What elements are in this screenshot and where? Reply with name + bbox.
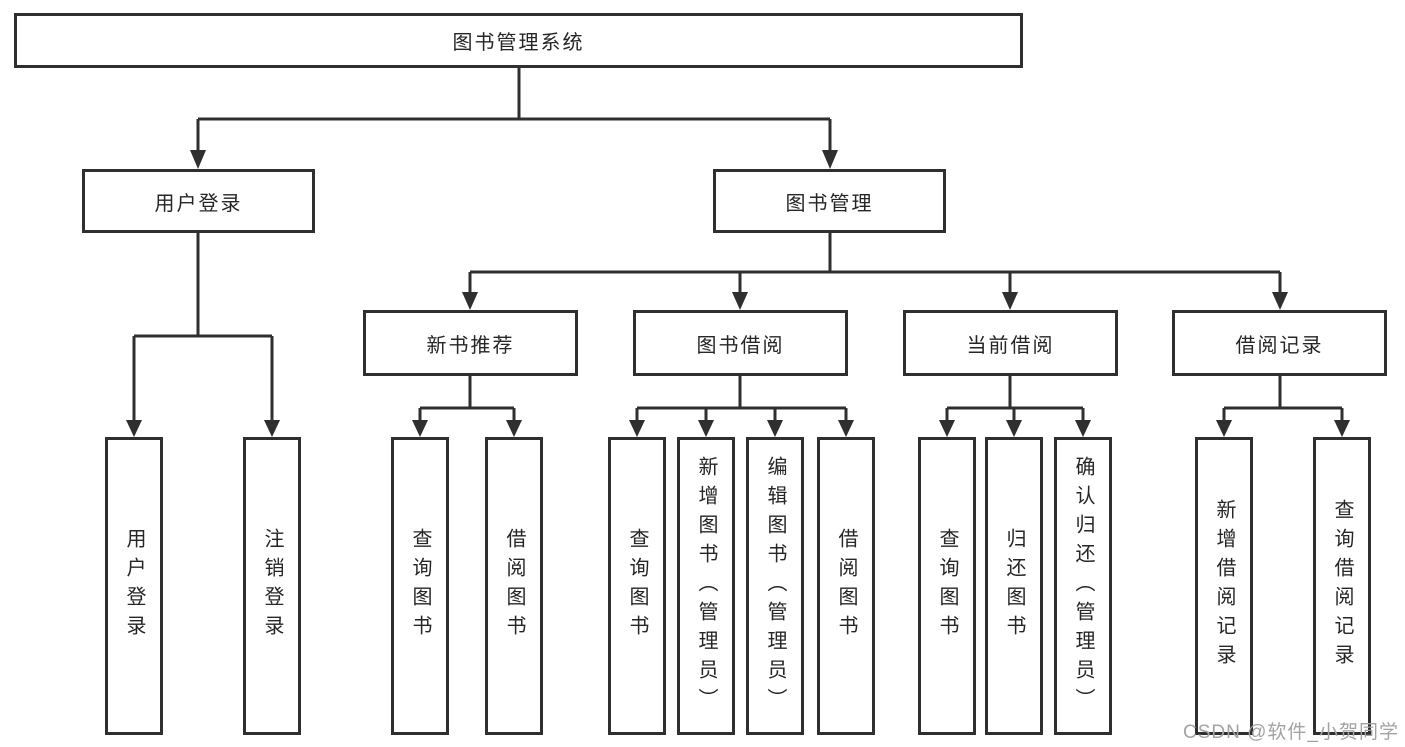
arrowhead-leaf-bb-query [629, 420, 645, 437]
connector-book-borrow-children [635, 376, 848, 421]
leaf-user-login: 用户登录 [105, 437, 163, 735]
leaf-bb-borrow-books: 借阅图书 [817, 437, 875, 735]
arrowhead-leaf-br-add [1216, 420, 1232, 437]
leaf-bb-borrow-books-label: 借阅图书 [835, 528, 857, 644]
node-borrow-records: 借阅记录 [1172, 310, 1387, 376]
node-user-login: 用户登录 [82, 169, 315, 233]
arrowhead-borrow-records [1272, 292, 1288, 310]
node-book-borrow-label: 图书借阅 [696, 334, 785, 357]
node-book-borrow: 图书借阅 [633, 310, 848, 376]
leaf-br-query-record: 查询借阅记录 [1313, 437, 1371, 735]
leaf-cb-confirm-return-label: 确认归还（管理员） [1072, 455, 1094, 717]
connector-borrow-records-children [1222, 376, 1344, 421]
arrowhead-leaf-logout [264, 420, 280, 437]
leaf-nb-borrow-books: 借阅图书 [485, 437, 543, 735]
arrowhead-leaf-cb-query [939, 420, 955, 437]
leaf-logout-label: 注销登录 [261, 528, 283, 644]
leaf-bb-add-books-label: 新增图书（管理员） [695, 455, 717, 717]
node-new-book-recommend: 新书推荐 [363, 310, 578, 376]
connector-new-book-children [418, 376, 516, 421]
arrowhead-leaf-bb-edit [767, 420, 783, 437]
leaf-bb-edit-books-label: 编辑图书（管理员） [764, 455, 786, 717]
connector-book-management-children [468, 233, 1282, 293]
arrowhead-user-login [190, 150, 206, 169]
arrowhead-book-borrow [732, 292, 748, 310]
leaf-cb-return-books-label: 归还图书 [1003, 528, 1025, 644]
leaf-cb-query-books-label: 查询图书 [936, 528, 958, 644]
leaf-cb-confirm-return: 确认归还（管理员） [1054, 437, 1112, 735]
arrowhead-leaf-nb-borrow [506, 420, 522, 437]
node-current-borrow: 当前借阅 [903, 310, 1118, 376]
node-book-management: 图书管理 [713, 169, 946, 233]
arrowhead-book-management [822, 150, 838, 169]
leaf-bb-add-books: 新增图书（管理员） [677, 437, 735, 735]
connector-user-login-children [132, 233, 274, 421]
arrowhead-leaf-nb-query [412, 420, 428, 437]
node-current-borrow-label: 当前借阅 [966, 334, 1055, 357]
node-root: 图书管理系统 [14, 13, 1023, 68]
csdn-watermark: CSDN @软件_小贺同学 [1183, 722, 1399, 743]
leaf-bb-query-books: 查询图书 [608, 437, 666, 735]
leaf-br-query-record-label: 查询借阅记录 [1331, 499, 1353, 673]
node-book-management-label: 图书管理 [785, 192, 874, 215]
leaf-bb-edit-books: 编辑图书（管理员） [746, 437, 804, 735]
node-root-label: 图书管理系统 [452, 32, 585, 54]
node-borrow-records-label: 借阅记录 [1235, 334, 1324, 357]
arrowhead-new-book-recommend [462, 292, 478, 310]
leaf-nb-query-books: 查询图书 [391, 437, 449, 735]
leaf-cb-return-books: 归还图书 [985, 437, 1043, 735]
leaf-cb-query-books: 查询图书 [918, 437, 976, 735]
arrowhead-leaf-bb-borrow [838, 420, 854, 437]
leaf-logout: 注销登录 [243, 437, 301, 735]
arrowhead-leaf-br-query [1334, 420, 1350, 437]
arrowhead-leaf-cb-return [1006, 420, 1022, 437]
leaf-nb-borrow-books-label: 借阅图书 [503, 528, 525, 644]
node-new-book-recommend-label: 新书推荐 [426, 334, 515, 357]
leaf-br-add-record-label: 新增借阅记录 [1213, 499, 1235, 673]
arrowhead-leaf-bb-add [698, 420, 714, 437]
leaf-br-add-record: 新增借阅记录 [1195, 437, 1253, 735]
arrowhead-leaf-cb-confirm [1075, 420, 1091, 437]
connector-current-borrow-children [945, 376, 1085, 421]
leaf-bb-query-books-label: 查询图书 [626, 528, 648, 644]
arrowhead-current-borrow [1002, 292, 1018, 310]
node-user-login-label: 用户登录 [154, 192, 243, 215]
leaf-nb-query-books-label: 查询图书 [409, 528, 431, 644]
leaf-user-login-label: 用户登录 [123, 528, 145, 644]
arrowhead-leaf-user-login [126, 420, 142, 437]
connector-root [196, 68, 832, 151]
